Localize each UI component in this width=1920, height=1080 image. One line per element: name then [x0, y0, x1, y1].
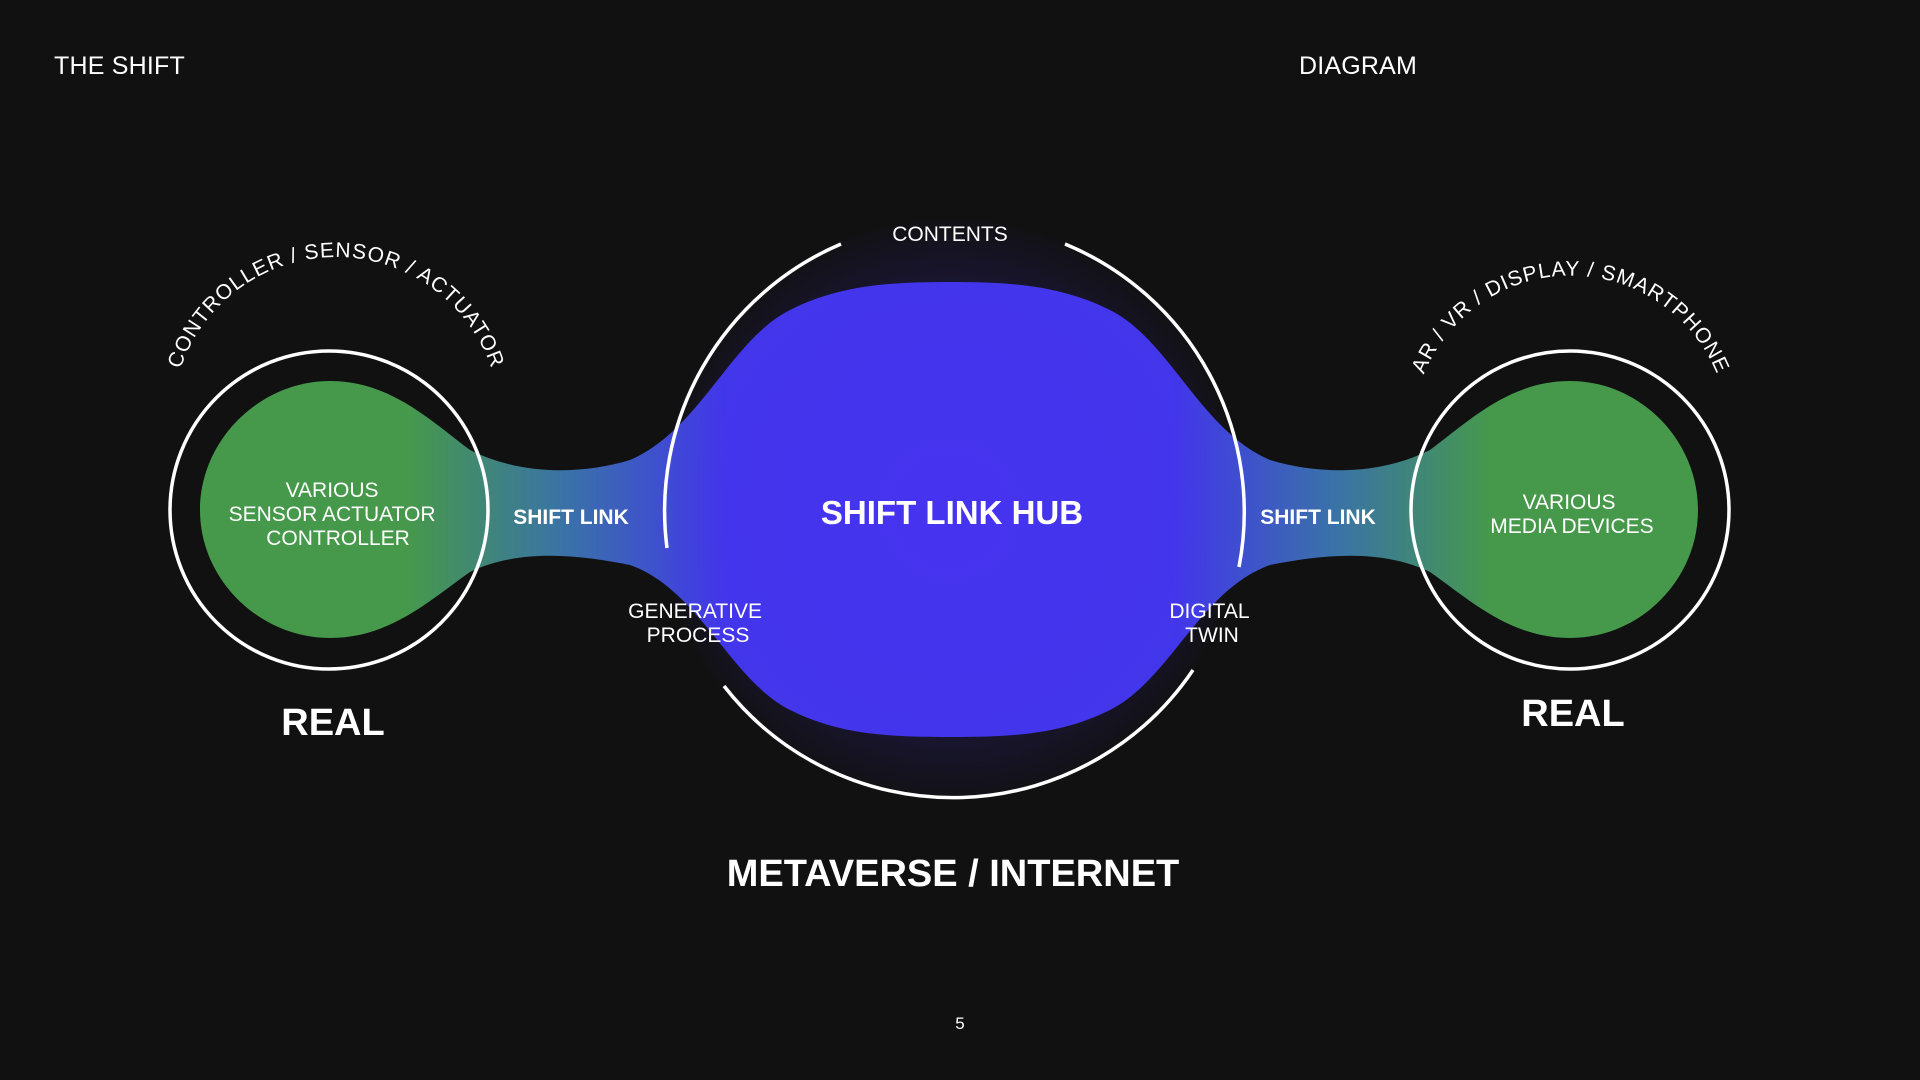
- generative-process-label: GENERATIVE PROCESS: [628, 600, 768, 647]
- left-node-label: VARIOUS SENSOR ACTUATOR CONTROLLER: [229, 479, 442, 550]
- digital-twin-label: DIGITAL TWIN: [1169, 600, 1254, 647]
- left-node-ring: [168, 349, 490, 671]
- metaverse-internet-caption: METAVERSE / INTERNET: [727, 853, 1180, 895]
- hub-ring-right-arc: [1064, 242, 1247, 568]
- hub-ring-left-arc: [662, 242, 842, 549]
- left-real-caption: REAL: [281, 702, 384, 744]
- left-shift-link-label: SHIFT LINK: [513, 506, 629, 529]
- hub-label: SHIFT LINK HUB: [821, 494, 1083, 531]
- right-shift-link-label: SHIFT LINK: [1260, 506, 1376, 529]
- page-number: 5: [955, 1014, 965, 1033]
- contents-label: CONTENTS: [892, 223, 1008, 246]
- hub-glow: [660, 220, 1240, 800]
- right-real-caption: REAL: [1521, 693, 1624, 735]
- header-title-right: DIAGRAM: [1299, 52, 1418, 80]
- right-node-label: VARIOUS MEDIA DEVICES: [1490, 491, 1653, 538]
- right-node-ring: [1409, 349, 1731, 671]
- hub-ring-bottom-arc: [722, 669, 1195, 800]
- right-arc-label: AR / VR / DISPLAY / SMARTPHONE: [1407, 257, 1733, 376]
- header-title-left: THE SHIFT: [54, 52, 185, 80]
